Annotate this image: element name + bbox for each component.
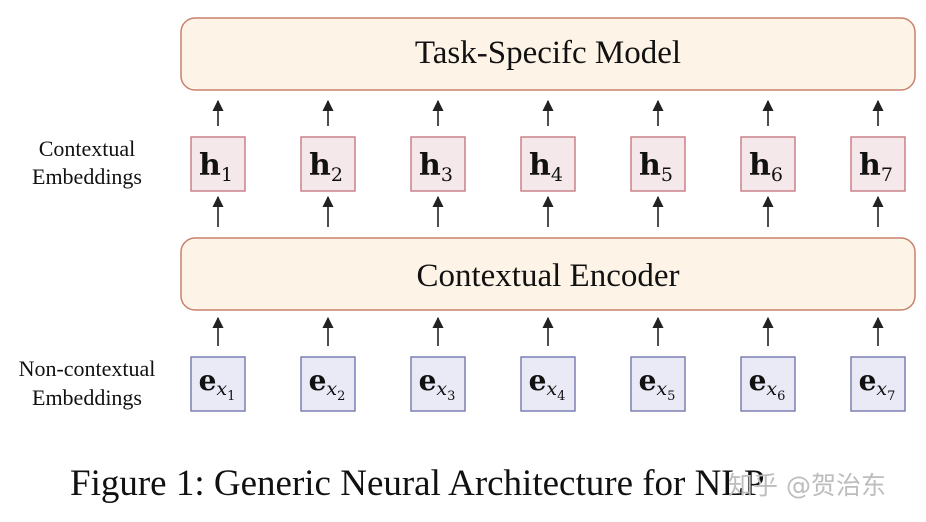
h-base: h [529, 148, 551, 183]
contextual-embedding-box [740, 136, 796, 192]
noncontextual-embedding-ex7: ex7 [850, 356, 906, 412]
noncontextual-embedding-box [190, 356, 246, 412]
contextual-embedding-label: h4 [529, 148, 563, 186]
e-base: e [639, 364, 657, 397]
e-subscript: x [546, 378, 557, 400]
h-base: h [749, 148, 771, 183]
h-subscript: 3 [441, 164, 453, 186]
noncontextual-embedding-label: ex3 [419, 364, 456, 404]
contextual-row-label: Contextual Embeddings [32, 136, 142, 189]
figure-caption: Figure 1: Generic Neural Architecture fo… [70, 463, 765, 504]
e-base: e [419, 364, 437, 397]
e-sub-subscript: 6 [777, 389, 785, 404]
noncontextual-embedding-box [740, 356, 796, 412]
noncontextual-embedding-label: ex1 [199, 364, 236, 404]
noncontextual-row-label-line-2: Embeddings [32, 385, 142, 410]
contextual-embedding-label: h5 [639, 148, 673, 186]
h-base: h [639, 148, 661, 183]
h-subscript: 4 [551, 164, 563, 186]
contextual-embedding-label: h2 [309, 148, 343, 186]
contextual-embedding-h6: h6 [740, 136, 796, 192]
h-base: h [859, 148, 881, 183]
noncontextual-embedding-ex4: ex4 [520, 356, 576, 412]
h-subscript: 6 [771, 164, 783, 186]
h-base: h [419, 148, 441, 183]
contextual-embedding-h1: h1 [190, 136, 246, 192]
h-base: h [309, 148, 331, 183]
noncontextual-embedding-ex1: ex1 [190, 356, 246, 412]
noncontextual-embedding-label: ex4 [529, 364, 566, 404]
contextual-row-label-line-1: Contextual [39, 136, 136, 161]
noncontextual-embedding-box [300, 356, 356, 412]
e-subscript: x [876, 378, 887, 400]
noncontextual-embedding-ex2: ex2 [300, 356, 356, 412]
contextual-encoder-block [180, 237, 916, 311]
noncontextual-embedding-label: ex7 [859, 364, 896, 404]
contextual-encoder-label: Contextual Encoder [416, 258, 679, 294]
e-sub-subscript: 3 [447, 389, 455, 404]
h-subscript: 2 [331, 164, 343, 186]
architecture-diagram: Task-Specifc Model Contextual Encoder Co… [19, 17, 916, 412]
e-subscript: x [326, 378, 337, 400]
e-sub-subscript: 2 [337, 389, 345, 404]
e-sub-subscript: 7 [887, 389, 895, 404]
contextual-embedding-h2: h2 [300, 136, 356, 192]
contextual-embedding-h7: h7 [850, 136, 906, 192]
contextual-embedding-label: h6 [749, 148, 783, 186]
e-base: e [859, 364, 877, 397]
noncontextual-embedding-label: ex5 [639, 364, 676, 404]
e-base: e [309, 364, 327, 397]
noncontextual-row-label: Non-contextual Embeddings [19, 356, 156, 410]
contextual-embedding-box [850, 136, 906, 192]
noncontextual-embedding-label: ex2 [309, 364, 346, 404]
e-subscript: x [656, 378, 667, 400]
task-specific-model-block [180, 17, 916, 91]
e-sub-subscript: 1 [227, 389, 235, 404]
h-base: h [199, 148, 221, 183]
contextual-embedding-box [410, 136, 466, 192]
contextual-embedding-label: h1 [199, 148, 233, 186]
watermark: 知乎 @贺治东 [728, 471, 886, 500]
h-subscript: 7 [881, 164, 893, 186]
h-subscript: 1 [221, 164, 233, 186]
arrows-layer [212, 99, 884, 346]
noncontextual-embedding-box [520, 356, 576, 412]
contextual-embedding-label: h3 [419, 148, 453, 186]
h-subscript: 5 [661, 164, 673, 186]
e-base: e [529, 364, 547, 397]
e-base: e [749, 364, 767, 397]
e-base: e [199, 364, 217, 397]
noncontextual-embedding-box [410, 356, 466, 412]
contextual-embedding-box [630, 136, 686, 192]
e-subscript: x [436, 378, 447, 400]
contextual-embedding-box [300, 136, 356, 192]
contextual-embedding-label: h7 [859, 148, 893, 186]
e-sub-subscript: 5 [667, 389, 675, 404]
contextual-row-label-line-2: Embeddings [32, 164, 142, 189]
contextual-embedding-h4: h4 [520, 136, 576, 192]
noncontextual-row-label-line-1: Non-contextual [19, 356, 156, 381]
contextual-embedding-h5: h5 [630, 136, 686, 192]
noncontextual-embedding-ex6: ex6 [740, 356, 796, 412]
task-specific-model-label: Task-Specifc Model [415, 35, 681, 71]
noncontextual-embedding-ex5: ex5 [630, 356, 686, 412]
noncontextual-embedding-box [630, 356, 686, 412]
noncontextual-embedding-label: ex6 [749, 364, 786, 404]
contextual-embedding-box [520, 136, 576, 192]
e-subscript: x [766, 378, 777, 400]
noncontextual-embedding-box [850, 356, 906, 412]
e-sub-subscript: 4 [557, 389, 565, 404]
e-subscript: x [216, 378, 227, 400]
contextual-embedding-h3: h3 [410, 136, 466, 192]
contextual-embedding-box [190, 136, 246, 192]
noncontextual-embedding-ex3: ex3 [410, 356, 466, 412]
